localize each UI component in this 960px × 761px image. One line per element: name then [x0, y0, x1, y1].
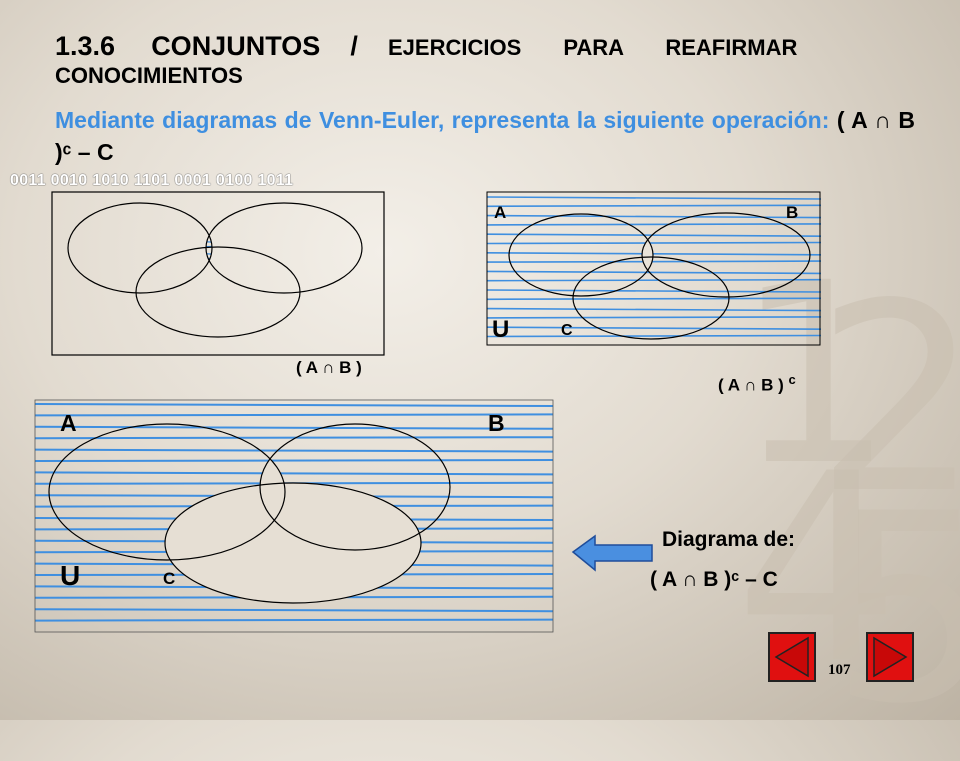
hatch-line — [487, 270, 821, 275]
diagram3-c-blank — [165, 483, 421, 603]
hatch-line — [35, 471, 553, 476]
hatch-line — [487, 297, 821, 301]
title-slash: / — [350, 31, 358, 61]
hatch-line — [206, 216, 212, 220]
subtitle-operation: ( A ∩ B )ᶜ – C — [55, 107, 916, 165]
hatch-line — [206, 204, 212, 208]
hatch-line — [487, 233, 821, 237]
triangle-left-icon — [774, 636, 809, 678]
subtitle: Mediante diagramas de Venn-Euler, repres… — [55, 104, 915, 168]
subtitle-text: Mediante diagramas de Venn-Euler, repres… — [55, 107, 830, 133]
bg-numeral-2: 2 — [815, 249, 960, 551]
diagram2-label-b: B — [786, 203, 799, 222]
page-number: 107 — [828, 662, 851, 678]
diagram1-set-c — [135, 246, 301, 338]
hatch-line — [206, 288, 212, 292]
diagram1-universe — [51, 191, 385, 356]
hatch-line — [206, 209, 212, 212]
diagram2-label-u: U — [492, 316, 510, 343]
hatch-line — [35, 425, 553, 430]
diagram1-lens-hatch — [195, 204, 225, 295]
hatch-line — [35, 618, 553, 622]
hatch-line — [206, 264, 212, 268]
next-button[interactable] — [866, 632, 914, 682]
hatch-line — [206, 281, 212, 284]
hatch-line — [206, 276, 212, 280]
diagram2-universe — [486, 191, 821, 346]
diagram2-label-a: A — [494, 203, 507, 222]
diagram3-label-u: U — [60, 560, 81, 591]
hatch-line — [487, 326, 821, 330]
result-line1: Diagrama de: — [662, 528, 796, 551]
diagram3-label-a: A — [60, 410, 77, 436]
diagram3-set-b — [259, 423, 451, 551]
hatch-line — [206, 269, 212, 272]
diagram3 — [34, 399, 554, 633]
title-rest: EJERCICIOS PARA REAFIRMAR CONOCIMIENTOS — [55, 35, 798, 88]
hatch-line — [35, 448, 553, 453]
page-title: 1.3.6 CONJUNTOS / EJERCICIOS PARA REAFIR… — [55, 32, 920, 90]
prev-button[interactable] — [768, 632, 816, 682]
hatch-line — [487, 252, 821, 256]
bg-numeral-5: 5 — [830, 459, 960, 761]
venn-diagrams-canvas — [34, 191, 821, 633]
diagram1-set-b — [205, 202, 363, 294]
diagram1-hatch-lines — [195, 204, 225, 295]
hatch-line — [487, 241, 821, 245]
diagram3-universe — [34, 399, 554, 633]
diagram1-set-a — [67, 202, 213, 294]
diagram2-caption-sup: c — [788, 372, 796, 387]
hatch-line — [487, 204, 821, 208]
diagram2-set-c — [572, 256, 730, 340]
hatch-line — [487, 334, 821, 338]
hatch-line — [487, 316, 821, 319]
diagram3-label-c: C — [163, 569, 176, 588]
diagram2-label-c: C — [561, 322, 573, 339]
hatch-line — [487, 307, 821, 312]
diagram2-caption: ( A ∩ B ) c — [718, 372, 796, 396]
hatch-line — [35, 403, 553, 407]
diagram3-set-a — [48, 423, 286, 561]
hatch-line — [487, 223, 821, 226]
diagram2-hatch-lines — [487, 196, 821, 338]
hatch-line — [487, 196, 821, 200]
hatch-line — [487, 278, 821, 282]
diagram1 — [51, 191, 385, 356]
diagram2-caption-text: ( A ∩ B ) — [718, 375, 784, 395]
hatch-line — [35, 608, 553, 613]
left-arrow-icon — [571, 534, 653, 572]
diagram3-set-c — [164, 482, 422, 604]
triangle-right-icon — [873, 636, 908, 678]
diagram2-set-a — [508, 213, 654, 297]
diagram3-blank-regions — [165, 424, 421, 603]
hatch-line — [195, 294, 225, 295]
hatch-line — [206, 245, 212, 248]
hatch-line — [487, 214, 821, 219]
hatch-line — [35, 413, 553, 417]
hatch-line — [206, 252, 212, 256]
binary-strip: 0011 0010 1010 1101 0001 0100 1011 — [10, 172, 294, 189]
title-main: CONJUNTOS — [151, 31, 321, 61]
hatch-line — [487, 260, 821, 263]
result-line2: ( A ∩ B )ᶜ – C — [650, 568, 778, 591]
hatch-line — [206, 228, 212, 232]
title-number: 1.3.6 — [55, 31, 116, 61]
hatch-line — [35, 459, 553, 462]
diagram2-set-b — [641, 212, 811, 298]
diagram1-caption: ( A ∩ B ) — [296, 358, 362, 377]
hatch-line — [206, 240, 212, 244]
diagram2 — [486, 191, 821, 346]
diagram3-label-b: B — [488, 410, 505, 436]
